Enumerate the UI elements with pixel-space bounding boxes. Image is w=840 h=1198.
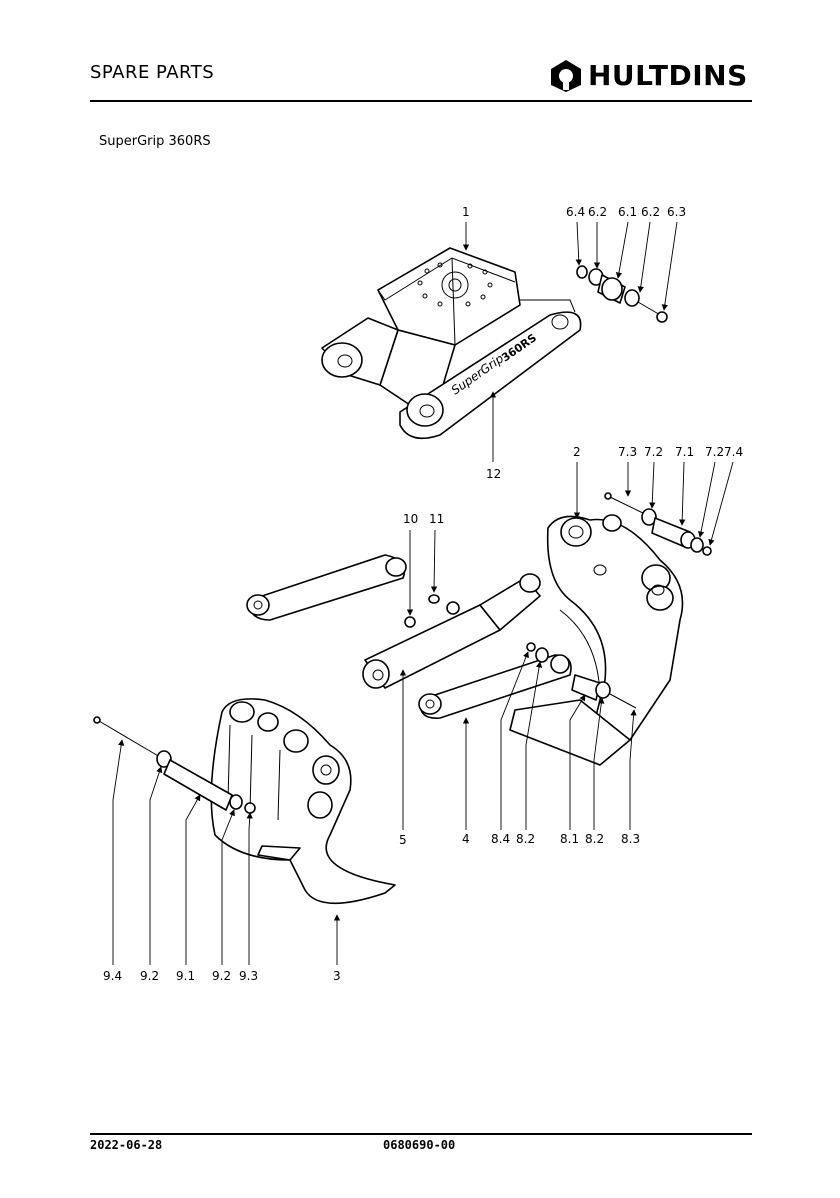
- part-upper-link: [246, 554, 407, 621]
- part-lower-grip-arm: [210, 698, 396, 905]
- callout-7-1: 7.1: [675, 445, 694, 459]
- callout-11: 11: [429, 512, 444, 526]
- part-pin-set-6: [576, 265, 668, 323]
- callout-6-2: 6.2: [641, 205, 660, 219]
- callout-12: 12: [486, 467, 501, 481]
- callout-6-4: 6.4: [566, 205, 585, 219]
- callout-9-3: 9.3: [239, 969, 258, 983]
- callout-7-2: 7.2: [644, 445, 663, 459]
- part-fittings-10-11: [404, 594, 440, 628]
- callout-9-2: 9.2: [140, 969, 159, 983]
- brand-logo: HULTDINS: [548, 58, 752, 94]
- part-lower-link: [418, 654, 572, 719]
- hultdins-logo-icon: [551, 60, 581, 92]
- part-head-bracket: [321, 247, 521, 406]
- page-title: SPARE PARTS: [90, 62, 215, 83]
- callout-6-2: 6.2: [588, 205, 607, 219]
- leader-lines: [112, 221, 734, 965]
- callout-9-1: 9.1: [176, 969, 195, 983]
- callout-labels: 1 6.4 6.2 6.1 6.2 6.3 12 2 7.3 7.2 7.1 7…: [103, 205, 743, 983]
- model-name: SuperGrip 360RS: [99, 134, 211, 149]
- callout-2: 2: [573, 445, 581, 459]
- callout-8-2: 8.2: [585, 832, 604, 846]
- part-pin-set-7: [604, 492, 712, 556]
- callout-9-4: 9.4: [103, 969, 122, 983]
- callout-8-2: 8.2: [516, 832, 535, 846]
- part-upper-arm-body: [509, 514, 684, 766]
- footer-date: 2022-06-28: [90, 1138, 163, 1152]
- callout-7-3: 7.3: [618, 445, 637, 459]
- callout-6-3: 6.3: [667, 205, 686, 219]
- header-rule: [90, 100, 752, 102]
- part-side-plate: SuperGrip 360RS: [399, 299, 582, 440]
- callout-7-2: 7.2: [705, 445, 724, 459]
- callout-10: 10: [403, 512, 418, 526]
- callout-3: 3: [333, 969, 341, 983]
- footer-rule: [90, 1133, 752, 1135]
- callout-8-3: 8.3: [621, 832, 640, 846]
- footer-doc-number: 0680690-00: [383, 1138, 456, 1152]
- callout-1: 1: [462, 205, 470, 219]
- callout-8-4: 8.4: [491, 832, 510, 846]
- callout-4: 4: [462, 832, 470, 846]
- callout-8-1: 8.1: [560, 832, 579, 846]
- part-hydraulic-cylinder: [362, 573, 541, 689]
- brand-name: HULTDINS: [588, 59, 748, 92]
- callout-7-4: 7.4: [724, 445, 743, 459]
- part-pin-set-9: [93, 716, 256, 814]
- callout-5: 5: [399, 833, 407, 847]
- callout-6-1: 6.1: [618, 205, 637, 219]
- callout-9-2: 9.2: [212, 969, 231, 983]
